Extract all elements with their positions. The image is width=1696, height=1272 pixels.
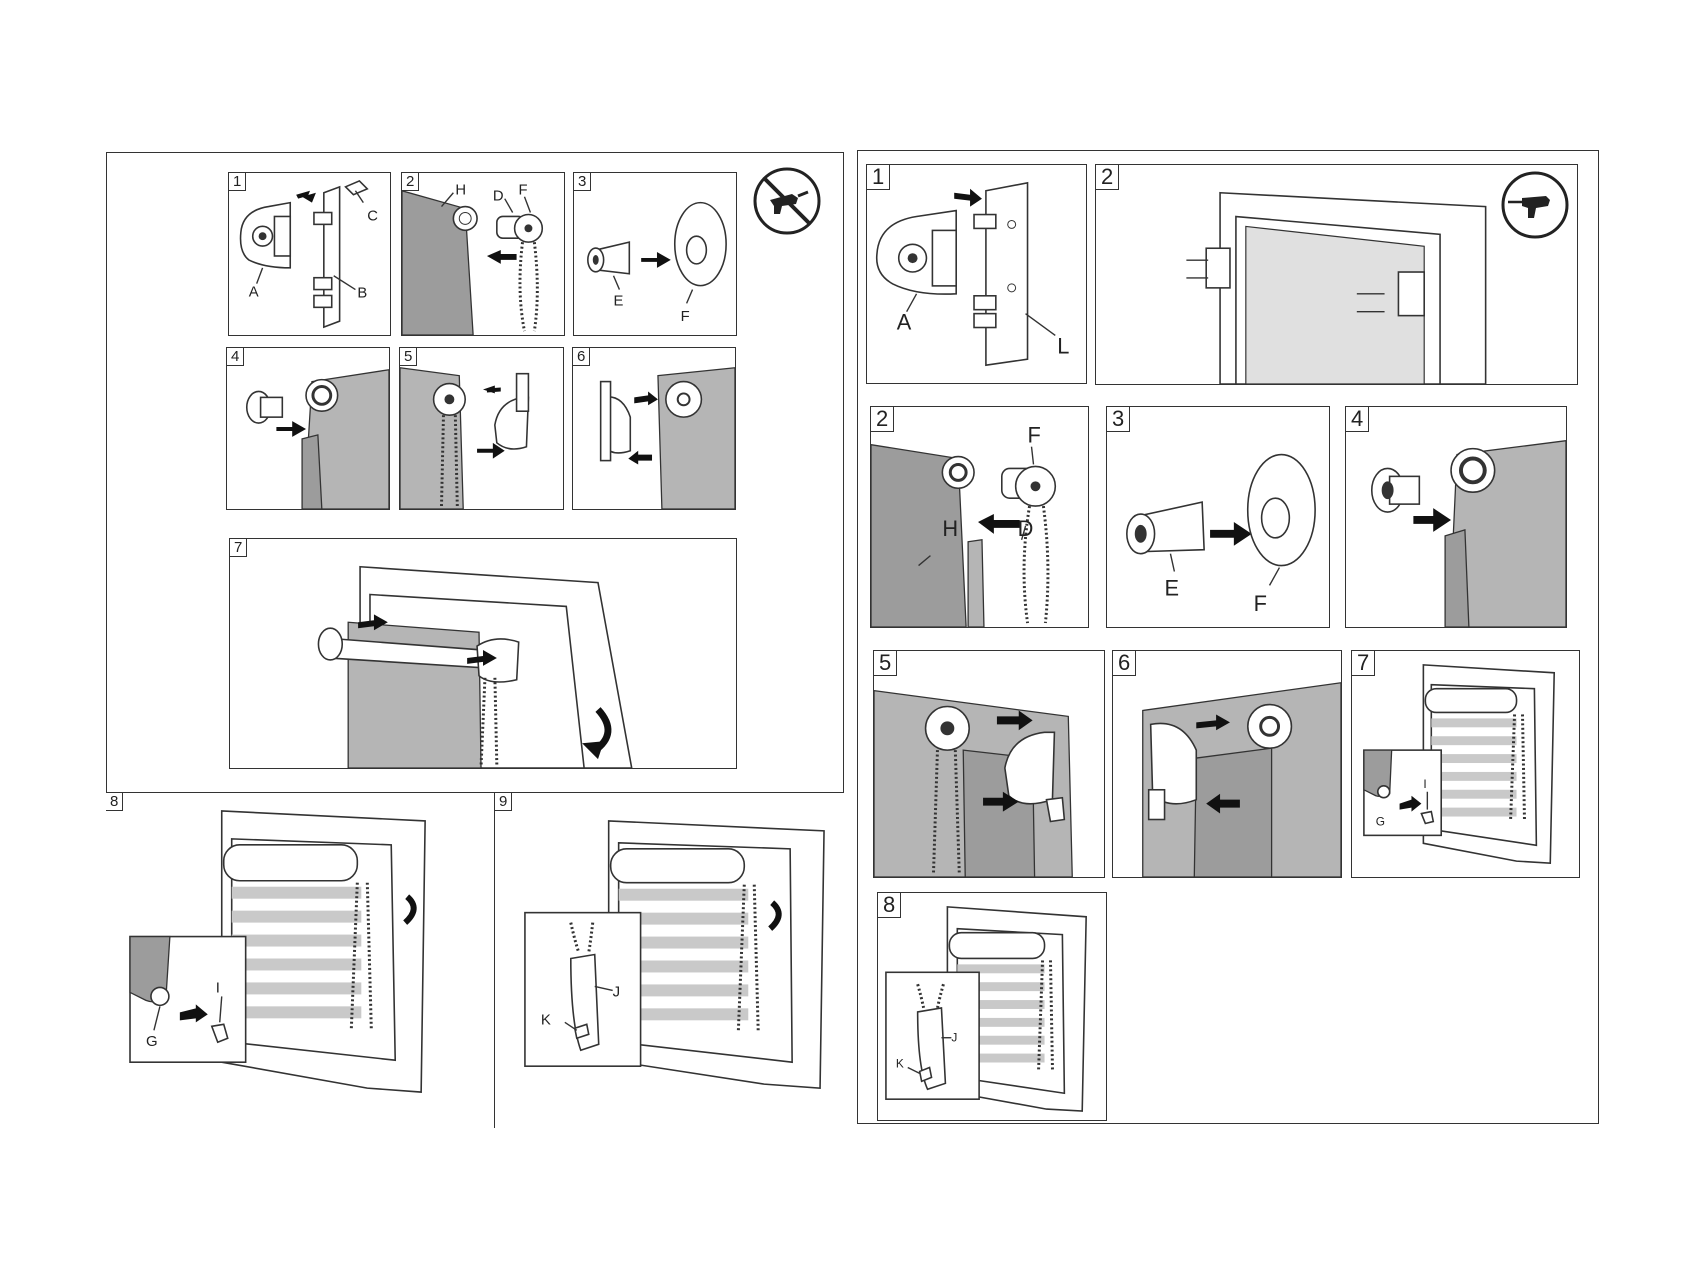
bracket-parts-illustration: A B C	[229, 173, 390, 335]
left-step-6-panel: 6	[572, 347, 736, 510]
label-k: K	[541, 1011, 551, 1028]
label-f: F	[1028, 423, 1041, 448]
left-step-8-panel: 8 G I	[106, 792, 495, 1128]
label-g: G	[1376, 814, 1385, 828]
label-e: E	[1164, 575, 1179, 600]
label-i: I	[1423, 777, 1426, 791]
drill-icon	[1500, 170, 1570, 240]
step-number: 7	[230, 539, 247, 557]
right-step-5-panel: 5	[873, 650, 1105, 878]
plug-into-roller-illustration	[227, 348, 389, 509]
right-step-1-panel: 1 A L	[866, 164, 1087, 384]
roller-end-illustration: H D F	[402, 173, 564, 335]
label-f: F	[681, 309, 690, 325]
right-step-3-panel: 3 E F	[1106, 406, 1330, 628]
label-k: K	[896, 1056, 904, 1070]
right-step-8-panel: 8 J K	[877, 892, 1107, 1121]
plug-into-roller-illustration	[1346, 407, 1566, 627]
label-f: F	[519, 183, 528, 199]
step-number: 2	[871, 407, 894, 432]
left-step-7-panel: 7	[229, 538, 737, 769]
left-step-9-panel: 9 J K	[494, 792, 844, 1128]
label-d: D	[493, 189, 504, 205]
step-number: 6	[1113, 651, 1136, 676]
step-number: 4	[227, 348, 244, 366]
install-roller-on-frame-illustration	[230, 539, 736, 768]
left-step-4-panel: 4	[226, 347, 390, 510]
step-number: 1	[229, 173, 246, 191]
label-c: C	[367, 208, 378, 224]
label-e: E	[614, 293, 624, 309]
zebra-blind-chain-safety-illustration: J K	[495, 793, 844, 1128]
label-i: I	[216, 979, 220, 996]
label-j: J	[951, 1031, 957, 1045]
step-number: 1	[867, 165, 890, 190]
step-number: 9	[495, 793, 512, 811]
bracket-and-clip-illustration: A L	[867, 165, 1086, 383]
right-step-7-panel: 7 G I	[1351, 650, 1580, 878]
step-number: 7	[1352, 651, 1375, 676]
step-number: 2	[402, 173, 419, 191]
label-a: A	[249, 284, 259, 300]
plug-and-disc-illustration: E F	[1107, 407, 1329, 627]
label-h: H	[455, 183, 466, 199]
label-a: A	[897, 309, 912, 334]
mount-bracket-right-illustration	[573, 348, 735, 509]
roller-end-cap-illustration: F H D	[871, 407, 1088, 627]
right-step-2-roller-panel: 2 F H D	[870, 406, 1089, 628]
zebra-blind-chain-safety-illustration: J K	[878, 893, 1106, 1120]
mount-bracket-left-illustration	[400, 348, 563, 509]
label-f: F	[1254, 591, 1267, 616]
label-d: D	[1018, 516, 1034, 541]
right-step-4-panel: 4	[1345, 406, 1567, 628]
step-number: 4	[1346, 407, 1369, 432]
label-g: G	[146, 1033, 158, 1050]
left-step-2-panel: 2 H D F	[401, 172, 565, 336]
label-l: L	[1057, 333, 1069, 358]
no-glue-gun-icon	[752, 166, 822, 236]
mount-bracket-left-illustration	[874, 651, 1104, 877]
left-step-3-panel: 3 E F	[573, 172, 737, 336]
label-b: B	[357, 285, 367, 301]
step-number: 8	[106, 793, 123, 811]
step-number: 5	[400, 348, 417, 366]
step-number: 6	[573, 348, 590, 366]
step-number: 2	[1096, 165, 1119, 190]
zebra-blind-tension-device-illustration: G I	[1352, 651, 1579, 877]
step-number: 8	[878, 893, 901, 918]
left-step-5-panel: 5	[399, 347, 564, 510]
mount-bracket-right-illustration	[1113, 651, 1341, 877]
step-number: 5	[874, 651, 897, 676]
left-step-1-panel: 1 A B C	[228, 172, 391, 336]
label-j: J	[613, 983, 620, 1000]
zebra-blind-tension-device-illustration: G I	[106, 793, 494, 1128]
label-h: H	[942, 516, 958, 541]
plug-and-disc-illustration: E F	[574, 173, 736, 335]
step-number: 3	[1107, 407, 1130, 432]
right-step-6-panel: 6	[1112, 650, 1342, 878]
step-number: 3	[574, 173, 591, 191]
